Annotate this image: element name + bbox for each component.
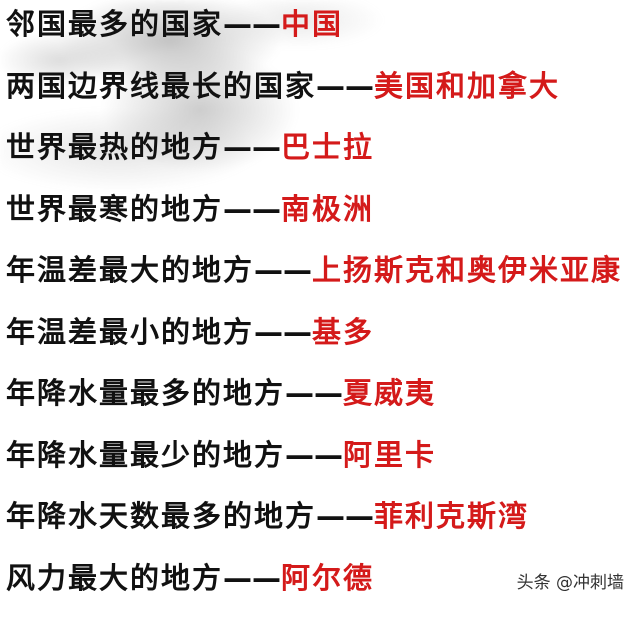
fact-answer: 菲利克斯湾 — [374, 499, 529, 533]
separator: —— — [285, 376, 343, 410]
fact-row: 邻国最多的国家——中国 — [6, 3, 622, 65]
separator: —— — [285, 438, 343, 472]
separator: —— — [223, 7, 281, 41]
fact-label: 邻国最多的国家 — [6, 7, 223, 41]
fact-row: 年温差最小的地方——基多 — [6, 311, 622, 373]
facts-list: 邻国最多的国家——中国两国边界线最长的国家——美国和加拿大世界最热的地方——巴士… — [6, 3, 622, 618]
fact-answer: 阿里卡 — [343, 438, 436, 472]
watermark: 头条 @冲刺墙 — [517, 568, 624, 593]
fact-answer: 美国和加拿大 — [374, 69, 560, 103]
separator: —— — [316, 69, 374, 103]
fact-label: 世界最热的地方 — [6, 130, 223, 164]
fact-label: 两国边界线最长的国家 — [6, 69, 316, 103]
fact-row: 世界最热的地方——巴士拉 — [6, 126, 622, 188]
fact-label: 风力最大的地方 — [6, 561, 223, 595]
fact-row: 年降水天数最多的地方——菲利克斯湾 — [6, 495, 622, 557]
separator: —— — [223, 192, 281, 226]
fact-row: 年降水量最少的地方——阿里卡 — [6, 434, 622, 496]
fact-row: 两国边界线最长的国家——美国和加拿大 — [6, 65, 622, 127]
fact-label: 年降水量最少的地方 — [6, 438, 285, 472]
fact-answer: 巴士拉 — [281, 130, 374, 164]
separator: —— — [223, 130, 281, 164]
separator: —— — [254, 253, 312, 287]
fact-label: 年温差最大的地方 — [6, 253, 254, 287]
fact-row: 年温差最大的地方——上扬斯克和奥伊米亚康 — [6, 249, 622, 311]
fact-answer: 阿尔德 — [281, 561, 374, 595]
fact-label: 年温差最小的地方 — [6, 315, 254, 349]
fact-row: 年降水量最多的地方——夏威夷 — [6, 372, 622, 434]
separator: —— — [254, 315, 312, 349]
fact-answer: 基多 — [312, 315, 374, 349]
separator: —— — [223, 561, 281, 595]
fact-answer: 中国 — [281, 7, 343, 41]
fact-answer: 南极洲 — [281, 192, 374, 226]
fact-answer: 夏威夷 — [343, 376, 436, 410]
separator: —— — [316, 499, 374, 533]
fact-label: 世界最寒的地方 — [6, 192, 223, 226]
fact-label: 年降水量最多的地方 — [6, 376, 285, 410]
fact-answer: 上扬斯克和奥伊米亚康 — [312, 253, 622, 287]
fact-label: 年降水天数最多的地方 — [6, 499, 316, 533]
fact-row: 世界最寒的地方——南极洲 — [6, 188, 622, 250]
